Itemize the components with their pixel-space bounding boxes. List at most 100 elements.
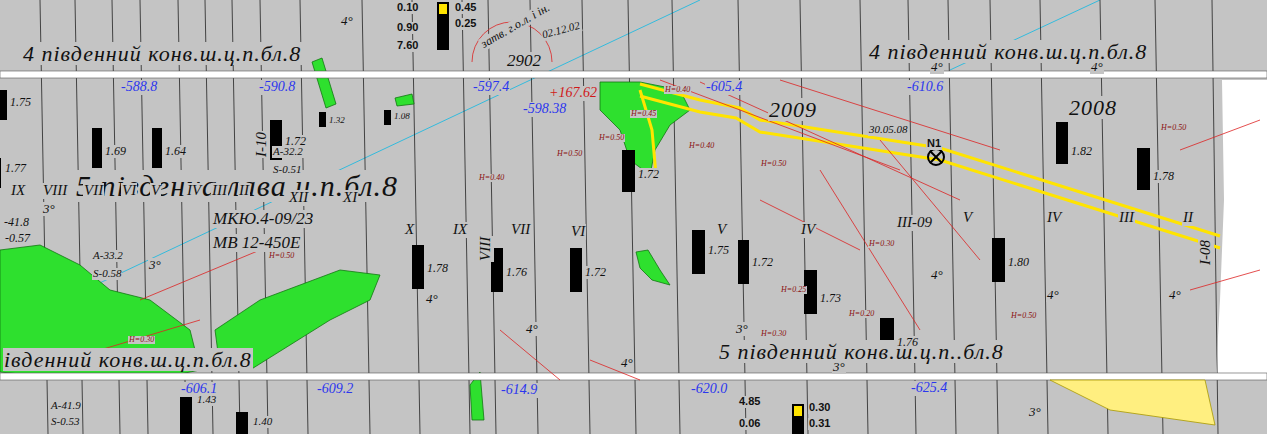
map-label: -0.57	[4, 232, 31, 245]
map-label: 1.64	[164, 145, 187, 158]
gallery	[640, 90, 656, 175]
gallery	[640, 96, 1220, 248]
map-label: H=0.30	[128, 336, 155, 344]
map-label: VII	[510, 222, 531, 238]
map-label: H=0.40	[478, 174, 505, 182]
map-label: I-08	[1198, 239, 1214, 266]
map-label: VI	[121, 183, 137, 199]
map-label: IV	[800, 222, 816, 238]
map-label: V	[716, 222, 727, 238]
map-label: IV	[1046, 210, 1062, 226]
map-label: III-09	[896, 215, 933, 231]
drift	[0, 71, 1267, 78]
map-label: VII	[83, 183, 104, 199]
map-label: МВ 12-450Е	[212, 234, 301, 252]
map-label: 3°	[148, 258, 162, 272]
map-label: 1.78	[426, 262, 449, 275]
map-label: -610.6	[906, 80, 944, 95]
map-label: 4°	[930, 268, 944, 282]
map-label: III	[1118, 210, 1135, 226]
map-label: 1.75	[9, 96, 32, 109]
map-label: 4°	[425, 292, 439, 306]
map-label: IX	[452, 222, 468, 238]
map-label: 4°	[620, 356, 634, 370]
map-label: 4°	[1090, 60, 1104, 74]
map-label: H=0.30	[868, 240, 895, 248]
green-zone	[312, 58, 336, 108]
map-label: I-10	[254, 131, 270, 158]
map-label: 1.08	[393, 112, 411, 121]
map-label: -620.0	[690, 382, 728, 397]
map-label: H=0.20	[848, 310, 875, 318]
map-label: 1.73	[819, 292, 842, 305]
map-label: S-0.53	[50, 416, 80, 428]
map-label: S-0.51	[272, 164, 302, 176]
map-label: 1.76	[896, 336, 919, 349]
map-label: 7.60	[396, 40, 419, 52]
map-label: 0.45	[454, 2, 477, 14]
map-label: івденний конв.ш.ц.п.бл.8	[3, 348, 253, 371]
map-label: 2008	[1068, 96, 1118, 119]
map-label: V	[150, 183, 161, 199]
map-label: 1.72	[637, 168, 660, 181]
map-label: X	[404, 222, 415, 238]
map-label: 1.43	[196, 394, 217, 406]
map-label: VIII	[478, 236, 494, 262]
seam-mark	[794, 406, 802, 416]
survey-point-symbol	[928, 149, 944, 165]
map-label: 3°	[1028, 405, 1042, 419]
map-label: 1.32	[328, 116, 346, 125]
map-label: H=0.40	[688, 142, 715, 150]
map-label: 5 південний конв.ш.ц.п..бл.8	[718, 340, 1005, 363]
yellow-zone	[1050, 380, 1215, 425]
boundary-area	[1216, 80, 1267, 373]
map-label: -41.8	[3, 216, 30, 229]
map-label: N1	[926, 138, 942, 150]
drift	[0, 373, 1267, 380]
map-label: 0.30	[808, 402, 831, 414]
map-label: 4 південний конв.ш.ц.п.бл.8	[868, 40, 1148, 63]
map-label: 1.72	[751, 256, 774, 269]
map-label: 1.80	[1007, 256, 1030, 269]
gallery	[640, 84, 1220, 236]
map-label: H=0.50	[598, 134, 625, 142]
map-label: XII	[288, 190, 309, 206]
map-label: H=0.30	[760, 330, 787, 338]
map-label: H=0.50	[1160, 124, 1187, 132]
map-label: +167.62	[548, 86, 598, 101]
map-label: 4°	[1046, 288, 1060, 302]
map-label: 0.06	[738, 418, 761, 430]
map-label: H=0.40	[664, 86, 691, 94]
map-label: II	[1182, 210, 1194, 226]
map-label: 4°	[1168, 288, 1182, 302]
map-label: 4 південний конв.ш.ц.п.бл.8	[22, 42, 302, 65]
map-label: 1.75	[707, 244, 730, 257]
map-label: 4°	[525, 322, 539, 336]
map-label: IV	[186, 183, 202, 199]
map-label: S-0.58	[92, 268, 122, 280]
map-label: H=0.50	[556, 150, 583, 158]
map-label: VIII	[42, 183, 68, 199]
map-label: 2009	[768, 98, 818, 121]
map-label: H=0.50	[1010, 312, 1037, 320]
map-label: 1.77	[4, 162, 27, 175]
map-label: 1.78	[1152, 170, 1175, 183]
seam-mark	[439, 4, 447, 14]
map-label: 1.82	[1070, 145, 1093, 158]
map-label: 1.40	[252, 416, 273, 428]
map-label: -588.8	[120, 80, 158, 95]
map-label: 3°	[832, 360, 846, 374]
map-label: A-41.9	[50, 400, 82, 412]
map-label: -614.9	[500, 383, 538, 398]
map-label: 1.76	[505, 266, 528, 279]
map-label: 4.85	[738, 396, 761, 408]
map-label: 0.90	[396, 22, 419, 34]
map-label: V	[962, 210, 973, 226]
map-label: 0.10	[396, 2, 419, 14]
map-label: H=0.50	[268, 252, 295, 260]
map-label: 4°	[930, 60, 944, 74]
map-label: VI	[570, 224, 586, 240]
map-label: -609.2	[316, 382, 354, 397]
survey-lines	[100, 80, 1260, 380]
